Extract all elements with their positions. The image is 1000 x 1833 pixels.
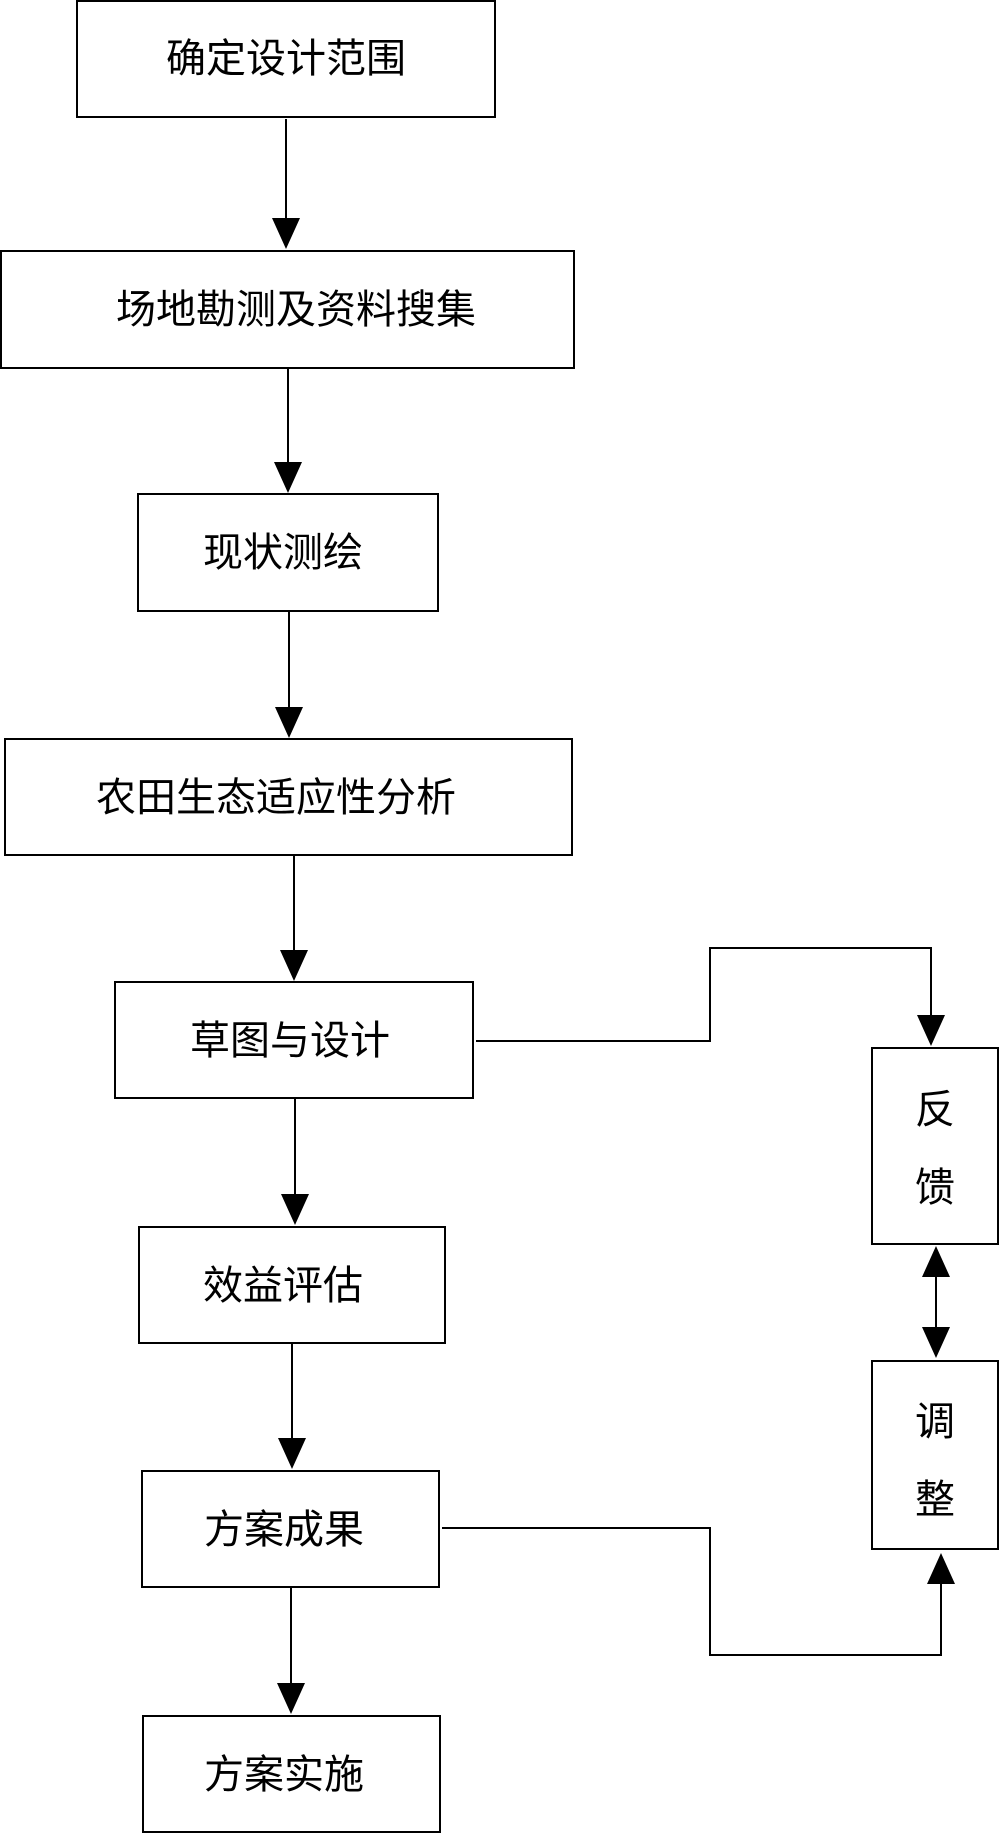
step-box-implementation: 方案实施 — [142, 1715, 441, 1833]
side-box-feedback: 反 馈 — [871, 1047, 999, 1245]
step-box-scope: 确定设计范围 — [76, 0, 496, 118]
side-label-adjust-2: 整 — [915, 1477, 955, 1523]
step-label-evaluation: 效益评估 — [203, 1263, 363, 1309]
arrow-evaluation-to-result — [278, 1343, 306, 1469]
arrow-result-to-implementation — [277, 1587, 305, 1714]
step-box-evaluation: 效益评估 — [138, 1226, 446, 1344]
step-box-sketch: 草图与设计 — [114, 981, 474, 1099]
arrow-sketch-to-evaluation — [281, 1098, 309, 1225]
side-box-adjust: 调 整 — [871, 1360, 999, 1550]
arrow-result-to-adjust — [442, 1527, 955, 1656]
arrow-survey-to-mapping — [274, 368, 302, 493]
step-label-result: 方案成果 — [204, 1507, 364, 1553]
side-label-feedback-2: 馈 — [915, 1165, 955, 1211]
arrow-feedback-adjust-bidirectional — [922, 1246, 950, 1358]
step-label-mapping: 现状测绘 — [203, 530, 363, 576]
step-label-sketch: 草图与设计 — [190, 1018, 390, 1064]
side-label-feedback-1: 反 — [915, 1087, 955, 1133]
arrow-scope-to-survey — [272, 119, 300, 249]
step-box-survey: 场地勘测及资料搜集 — [0, 250, 575, 369]
step-label-scope: 确定设计范围 — [166, 36, 406, 82]
step-box-analysis: 农田生态适应性分析 — [4, 738, 573, 856]
arrow-mapping-to-analysis — [275, 611, 303, 738]
step-label-implementation: 方案实施 — [204, 1752, 364, 1798]
step-box-mapping: 现状测绘 — [137, 493, 439, 612]
side-label-adjust-1: 调 — [915, 1399, 955, 1445]
step-label-analysis: 农田生态适应性分析 — [96, 775, 456, 821]
step-label-survey: 场地勘测及资料搜集 — [116, 287, 476, 333]
arrow-sketch-to-feedback — [476, 947, 945, 1046]
step-box-result: 方案成果 — [141, 1470, 440, 1588]
arrow-analysis-to-sketch — [280, 855, 308, 981]
